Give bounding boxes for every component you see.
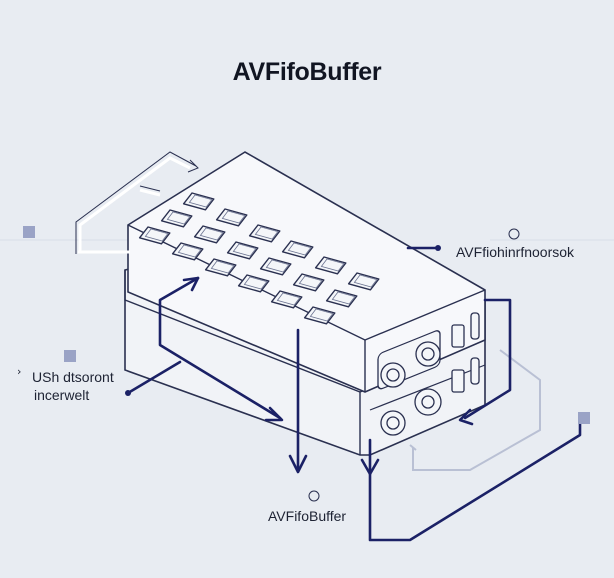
down-arrow-right xyxy=(368,418,582,542)
feed-arrow xyxy=(158,276,282,420)
memory-slot-inner xyxy=(144,228,169,242)
memory-slot-grid xyxy=(138,192,380,325)
square-markers xyxy=(23,226,590,424)
memory-slot-inner xyxy=(298,275,323,289)
circle-icon xyxy=(508,228,520,240)
buffer-upper-unit xyxy=(127,151,486,393)
memory-slot-inner xyxy=(320,258,345,272)
loop-arrow xyxy=(463,298,512,420)
memory-slot-inner xyxy=(199,227,224,241)
memory-slot xyxy=(193,225,226,244)
label-left-line1: USh dtsoront xyxy=(32,369,114,385)
memory-slot-inner xyxy=(243,276,268,290)
dial-icon xyxy=(380,362,406,388)
memory-slot xyxy=(138,226,171,245)
return-arrow-light xyxy=(409,349,541,471)
memory-slot xyxy=(226,241,259,260)
memory-slot-inner xyxy=(188,194,213,208)
dial-icon xyxy=(414,388,442,416)
front-panel-upper xyxy=(377,312,480,390)
memory-slot xyxy=(270,290,303,309)
memory-slot xyxy=(292,273,325,292)
marker-icon xyxy=(578,412,590,424)
port-icon xyxy=(451,369,465,393)
memory-slot-inner xyxy=(265,259,290,273)
port-icon xyxy=(470,312,480,340)
label-left-line2: incerwelt xyxy=(34,387,90,403)
memory-slot-inner xyxy=(254,226,279,240)
small-circles xyxy=(308,228,520,502)
front-panel-lower xyxy=(380,357,480,436)
port-icon xyxy=(470,357,480,385)
label-bottom: AVFifoBuffer xyxy=(268,508,347,524)
memory-slot-inner xyxy=(210,260,235,274)
memory-slot xyxy=(237,274,270,293)
dial-icon xyxy=(380,410,406,436)
memory-slot xyxy=(325,289,358,308)
memory-slot-inner xyxy=(221,210,246,224)
label-right: AVFfiohinrfnoorsok xyxy=(456,244,575,260)
chevron-right-icon: › xyxy=(17,365,21,378)
memory-slot xyxy=(314,256,347,275)
memory-slot-inner xyxy=(287,242,312,256)
memory-slot-inner xyxy=(232,243,257,257)
memory-slot xyxy=(215,208,248,227)
inflow-arrow-light-outline xyxy=(75,151,199,254)
memory-slot-inner xyxy=(331,291,356,305)
memory-slot xyxy=(204,258,237,277)
memory-slot-inner xyxy=(166,211,191,225)
connector-arrows xyxy=(126,246,582,542)
marker-icon xyxy=(64,350,76,362)
memory-slot xyxy=(182,192,215,211)
memory-slot xyxy=(248,224,281,243)
memory-slot xyxy=(160,209,193,228)
memory-slot xyxy=(347,272,380,291)
marker-icon xyxy=(23,226,35,238)
inflow-arrow-light xyxy=(78,156,191,254)
memory-slot-inner xyxy=(276,292,301,306)
connector-dots xyxy=(125,245,441,396)
circle-icon xyxy=(308,490,320,502)
dial-icon xyxy=(415,341,441,367)
memory-slot-inner xyxy=(353,274,378,288)
diagram-title: AVFifoBuffer xyxy=(232,58,382,86)
left-link-arrow xyxy=(126,360,182,395)
memory-slot-inner xyxy=(309,308,334,322)
memory-slot-inner xyxy=(177,244,202,258)
port-icon xyxy=(451,324,465,348)
memory-slot xyxy=(171,242,204,261)
memory-slot xyxy=(259,257,292,276)
memory-slot xyxy=(303,306,336,325)
memory-slot xyxy=(281,240,314,259)
